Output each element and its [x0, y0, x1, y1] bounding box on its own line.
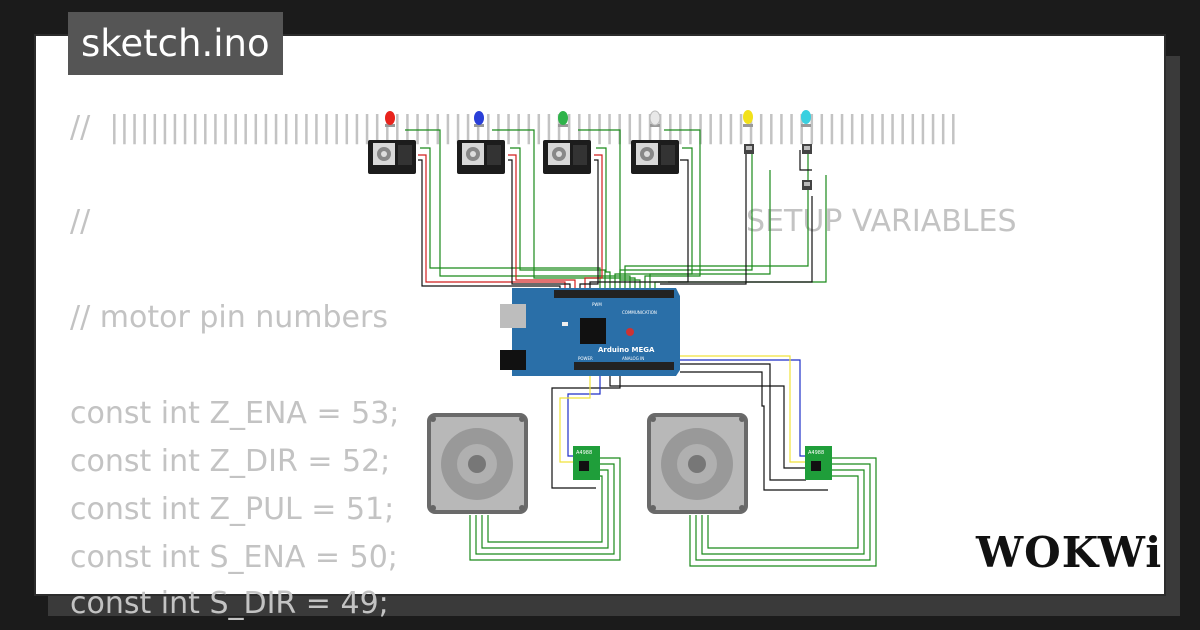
driver-1-label: A4988	[576, 450, 592, 456]
led-red[interactable]	[385, 111, 395, 127]
board-analog-label: ANALOG IN	[622, 356, 644, 361]
board-pwm-label: PWM	[592, 302, 602, 307]
encoder-2[interactable]	[457, 140, 505, 174]
encoder-1[interactable]	[368, 140, 416, 174]
driver-a4988-2[interactable]: A4988	[805, 446, 832, 480]
wires-green	[405, 129, 827, 290]
code-line-6: const int Z_PUL = 51;	[70, 492, 395, 527]
code-line-8: const int S_DIR = 49;	[70, 586, 389, 621]
wires-black	[418, 150, 828, 491]
board-name: Arduino MEGA	[598, 346, 655, 354]
stepper-motor-2[interactable]	[647, 413, 748, 514]
led-white[interactable]	[649, 110, 661, 127]
file-tab[interactable]: sketch.ino	[68, 12, 283, 75]
switch-1[interactable]	[744, 144, 754, 154]
led-yellow[interactable]	[743, 110, 753, 127]
board-power-label: POWER	[578, 356, 593, 361]
wokwi-logo[interactable]: WOKWi	[976, 528, 1163, 577]
led-blue[interactable]	[474, 111, 484, 127]
board-comm-label: COMMUNICATION	[622, 310, 657, 315]
encoder-3[interactable]	[543, 140, 591, 174]
driver-a4988-1[interactable]: A4988	[573, 446, 600, 480]
encoder-4[interactable]	[631, 140, 679, 174]
led-row[interactable]	[385, 110, 811, 127]
wires-signal	[559, 355, 828, 481]
switch-3[interactable]	[802, 180, 812, 190]
code-line-4: const int Z_ENA = 53;	[70, 396, 400, 431]
led-green[interactable]	[558, 111, 568, 127]
wires-red	[418, 154, 603, 290]
driver-2-label: A4988	[808, 450, 824, 456]
stepper-motor-1[interactable]	[427, 413, 528, 514]
code-line-5: const int Z_DIR = 52;	[70, 444, 391, 479]
led-cyan[interactable]	[801, 110, 811, 127]
code-line-2: //	[70, 204, 91, 239]
code-line-3: // motor pin numbers	[70, 300, 388, 335]
arduino-mega-board[interactable]: Arduino MEGA COMMUNICATION POWER ANALOG …	[500, 288, 680, 376]
code-line-7: const int S_ENA = 50;	[70, 540, 398, 575]
switch-2[interactable]	[802, 144, 812, 154]
wires-motor	[469, 457, 877, 567]
